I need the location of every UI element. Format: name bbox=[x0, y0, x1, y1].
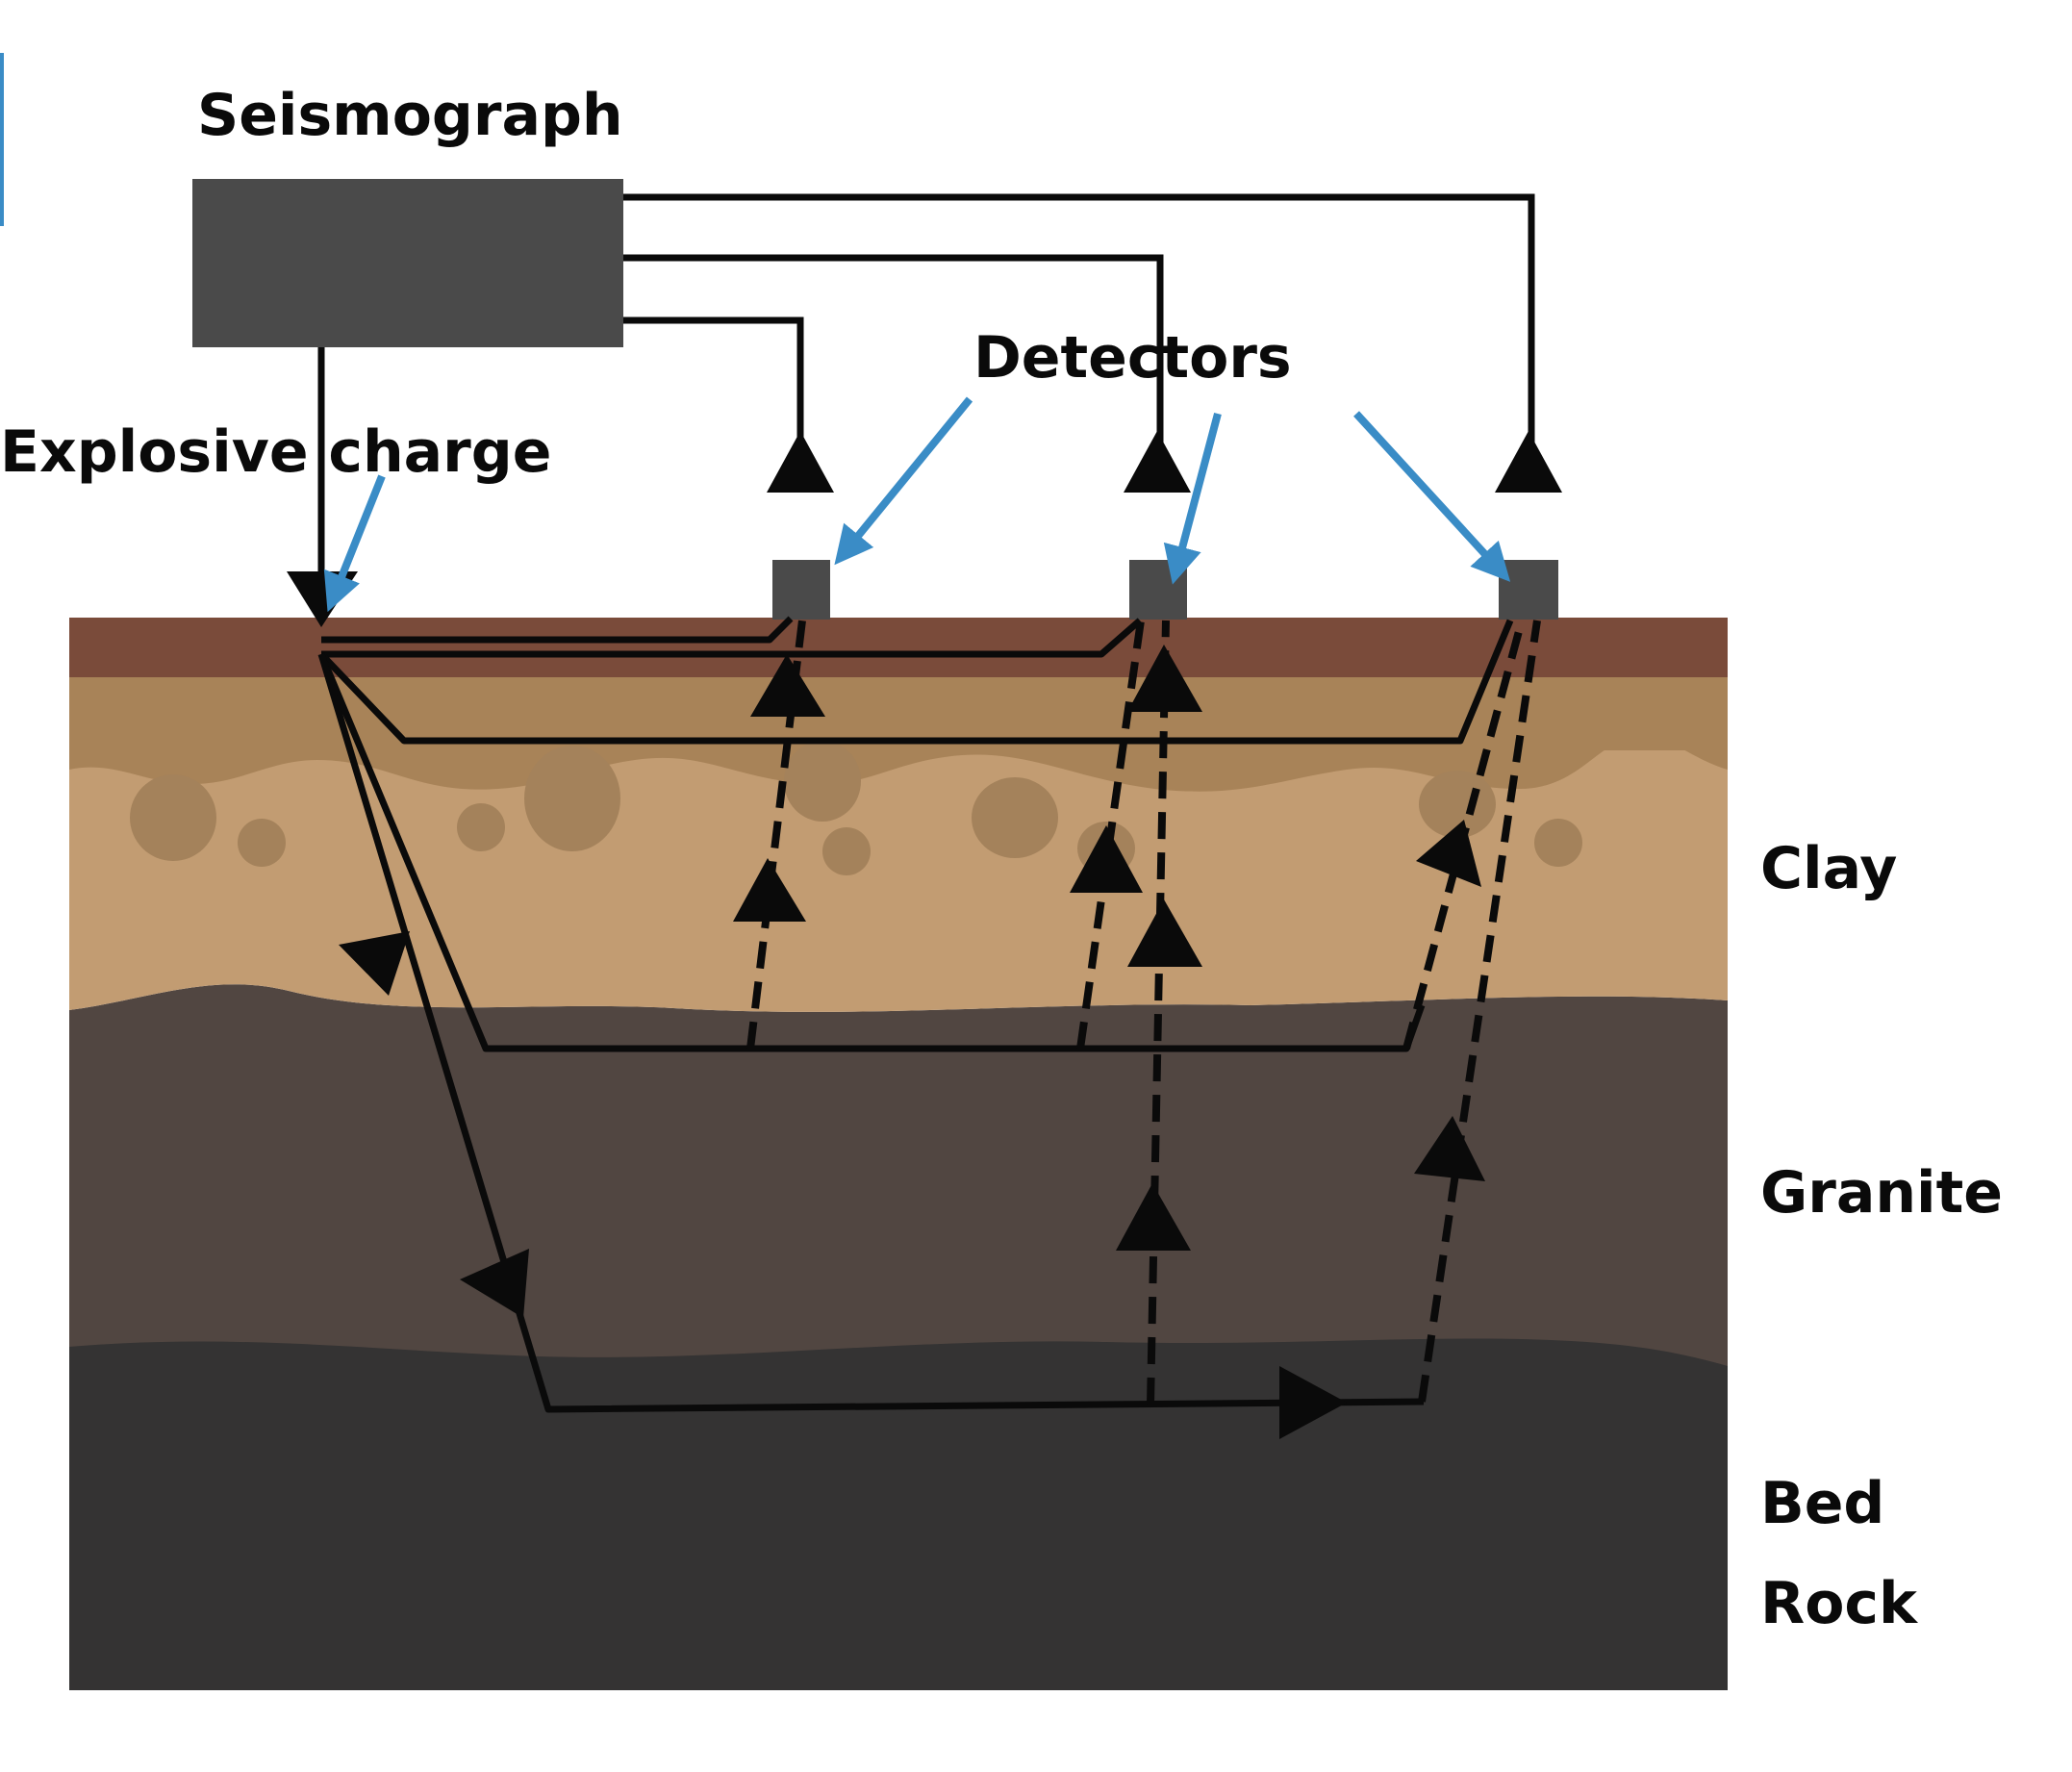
up-arrow-f bbox=[1116, 1183, 1191, 1251]
granite-label: Granite bbox=[1760, 1159, 2003, 1227]
detector-pointer-arrow-3 bbox=[1353, 411, 1511, 582]
up-arrow-b bbox=[733, 858, 806, 922]
down-arrow-b bbox=[460, 1249, 529, 1318]
charge-pointer-arrow bbox=[323, 474, 386, 613]
seismograph-cables bbox=[317, 193, 1535, 577]
detector-pointer-arrow-2 bbox=[1163, 412, 1222, 585]
up-arrow-1 bbox=[767, 431, 834, 493]
down-arrow-a bbox=[339, 931, 410, 996]
bedrock-top bbox=[69, 1338, 1728, 1690]
bed-label: Bed bbox=[1760, 1470, 1884, 1537]
detectors-label: Detectors bbox=[973, 324, 1292, 392]
wave-arrowheads bbox=[339, 645, 1485, 1439]
seismograph-box bbox=[192, 179, 623, 347]
explosive-charge-label: Explosive charge bbox=[0, 418, 551, 486]
up-arrow-d bbox=[1070, 825, 1143, 893]
labels: Seismograph Detectors Explosive charge C… bbox=[0, 82, 2003, 1637]
up-arrow-e bbox=[1127, 899, 1202, 967]
ground-layers bbox=[69, 618, 1728, 1690]
rock-label: Rock bbox=[1760, 1570, 1919, 1637]
seismograph-label: Seismograph bbox=[197, 82, 623, 149]
up-arrow-2 bbox=[1124, 431, 1191, 493]
detectors bbox=[772, 560, 1558, 620]
up-arrow-g bbox=[1416, 820, 1481, 887]
detector-3 bbox=[1499, 560, 1558, 620]
up-arrow-h bbox=[1414, 1116, 1485, 1181]
cable-arrowheads bbox=[767, 431, 1562, 493]
up-arrow-c bbox=[1127, 645, 1202, 712]
side-accent-bar bbox=[0, 53, 4, 226]
pointer-arrows bbox=[323, 396, 1511, 613]
right-arrow-a bbox=[1279, 1366, 1347, 1439]
detector-pointer-arrow-1 bbox=[834, 396, 973, 566]
up-arrow-3 bbox=[1495, 431, 1562, 493]
detector-1 bbox=[772, 560, 830, 620]
clay-label: Clay bbox=[1760, 835, 1897, 902]
up-arrow-a bbox=[750, 654, 825, 717]
topsoil-layer bbox=[69, 618, 1728, 677]
